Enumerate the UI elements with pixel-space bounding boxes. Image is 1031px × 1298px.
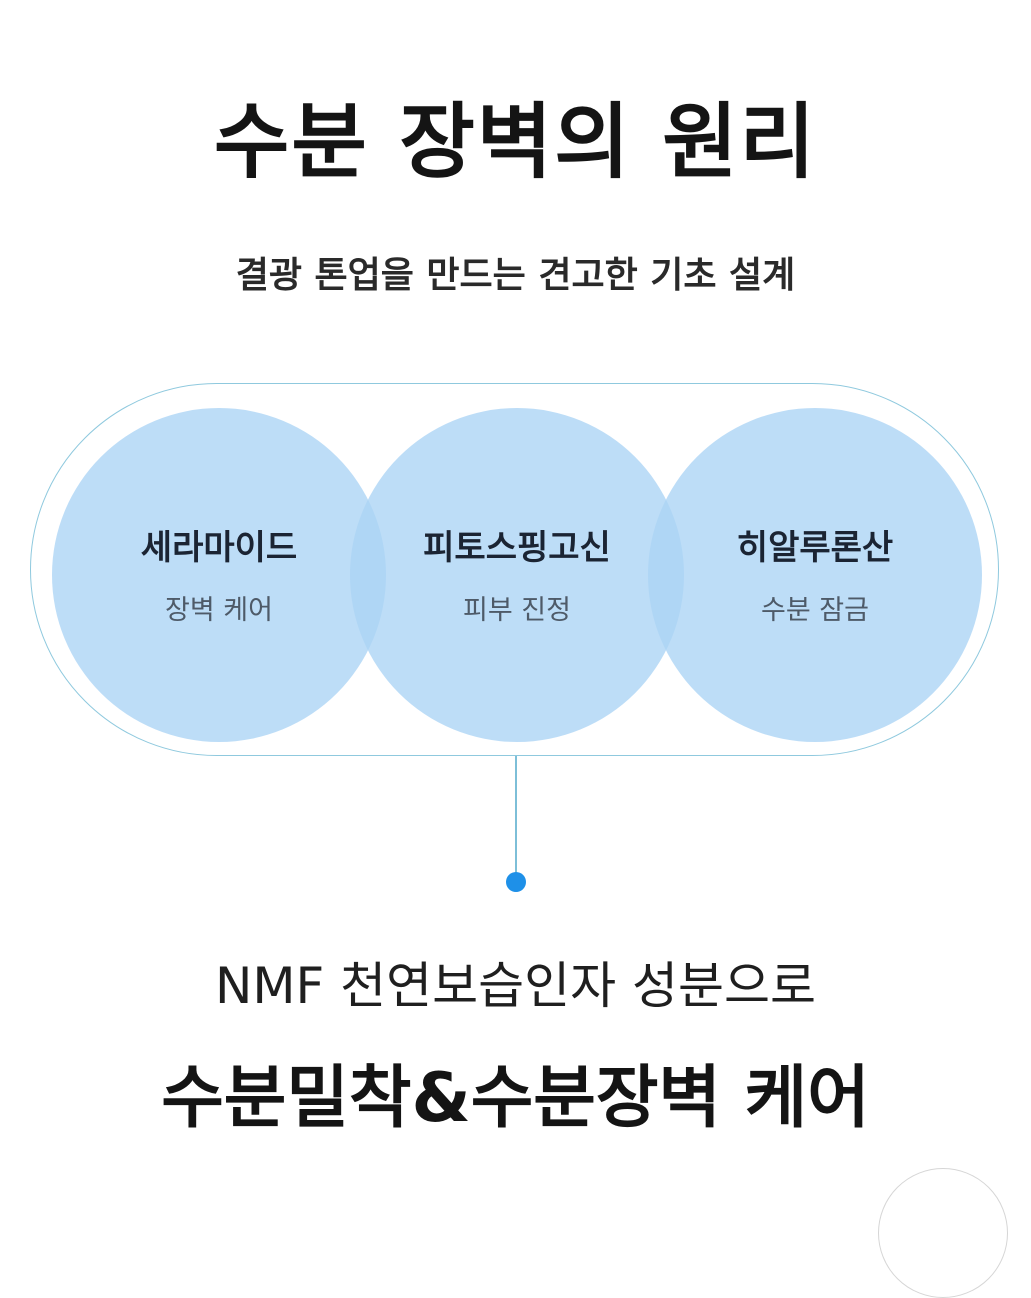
ingredient-benefit: 피부 진정 [463,595,571,626]
ingredients-outline [30,383,999,756]
decorative-arc [878,1168,1008,1298]
ingredient-name: 피토스핑고신 [423,528,611,568]
ingredient-circle-hyaluronic-acid [648,408,982,742]
page-subtitle: 결광 톤업을 만드는 견고한 기초 설계 [235,255,796,296]
ingredient-name: 히알루론산 [736,528,894,568]
connector-dot [506,872,526,892]
conclusion-line-1: NMF 천연보습인자 성분으로 [214,957,817,1015]
ingredient-circle-ceramide [52,408,386,742]
conclusion-line-2: 수분밀착&수분장벽 케어 [161,1059,870,1138]
page-title: 수분 장벽의 원리 [213,95,818,190]
ingredient-circle-phytosphingosine [350,408,684,742]
ingredient-benefit: 장벽 케어 [165,595,273,626]
ingredient-benefit: 수분 잠금 [761,595,869,626]
connector-line [515,756,517,876]
ingredient-name: 세라마이드 [140,528,298,568]
